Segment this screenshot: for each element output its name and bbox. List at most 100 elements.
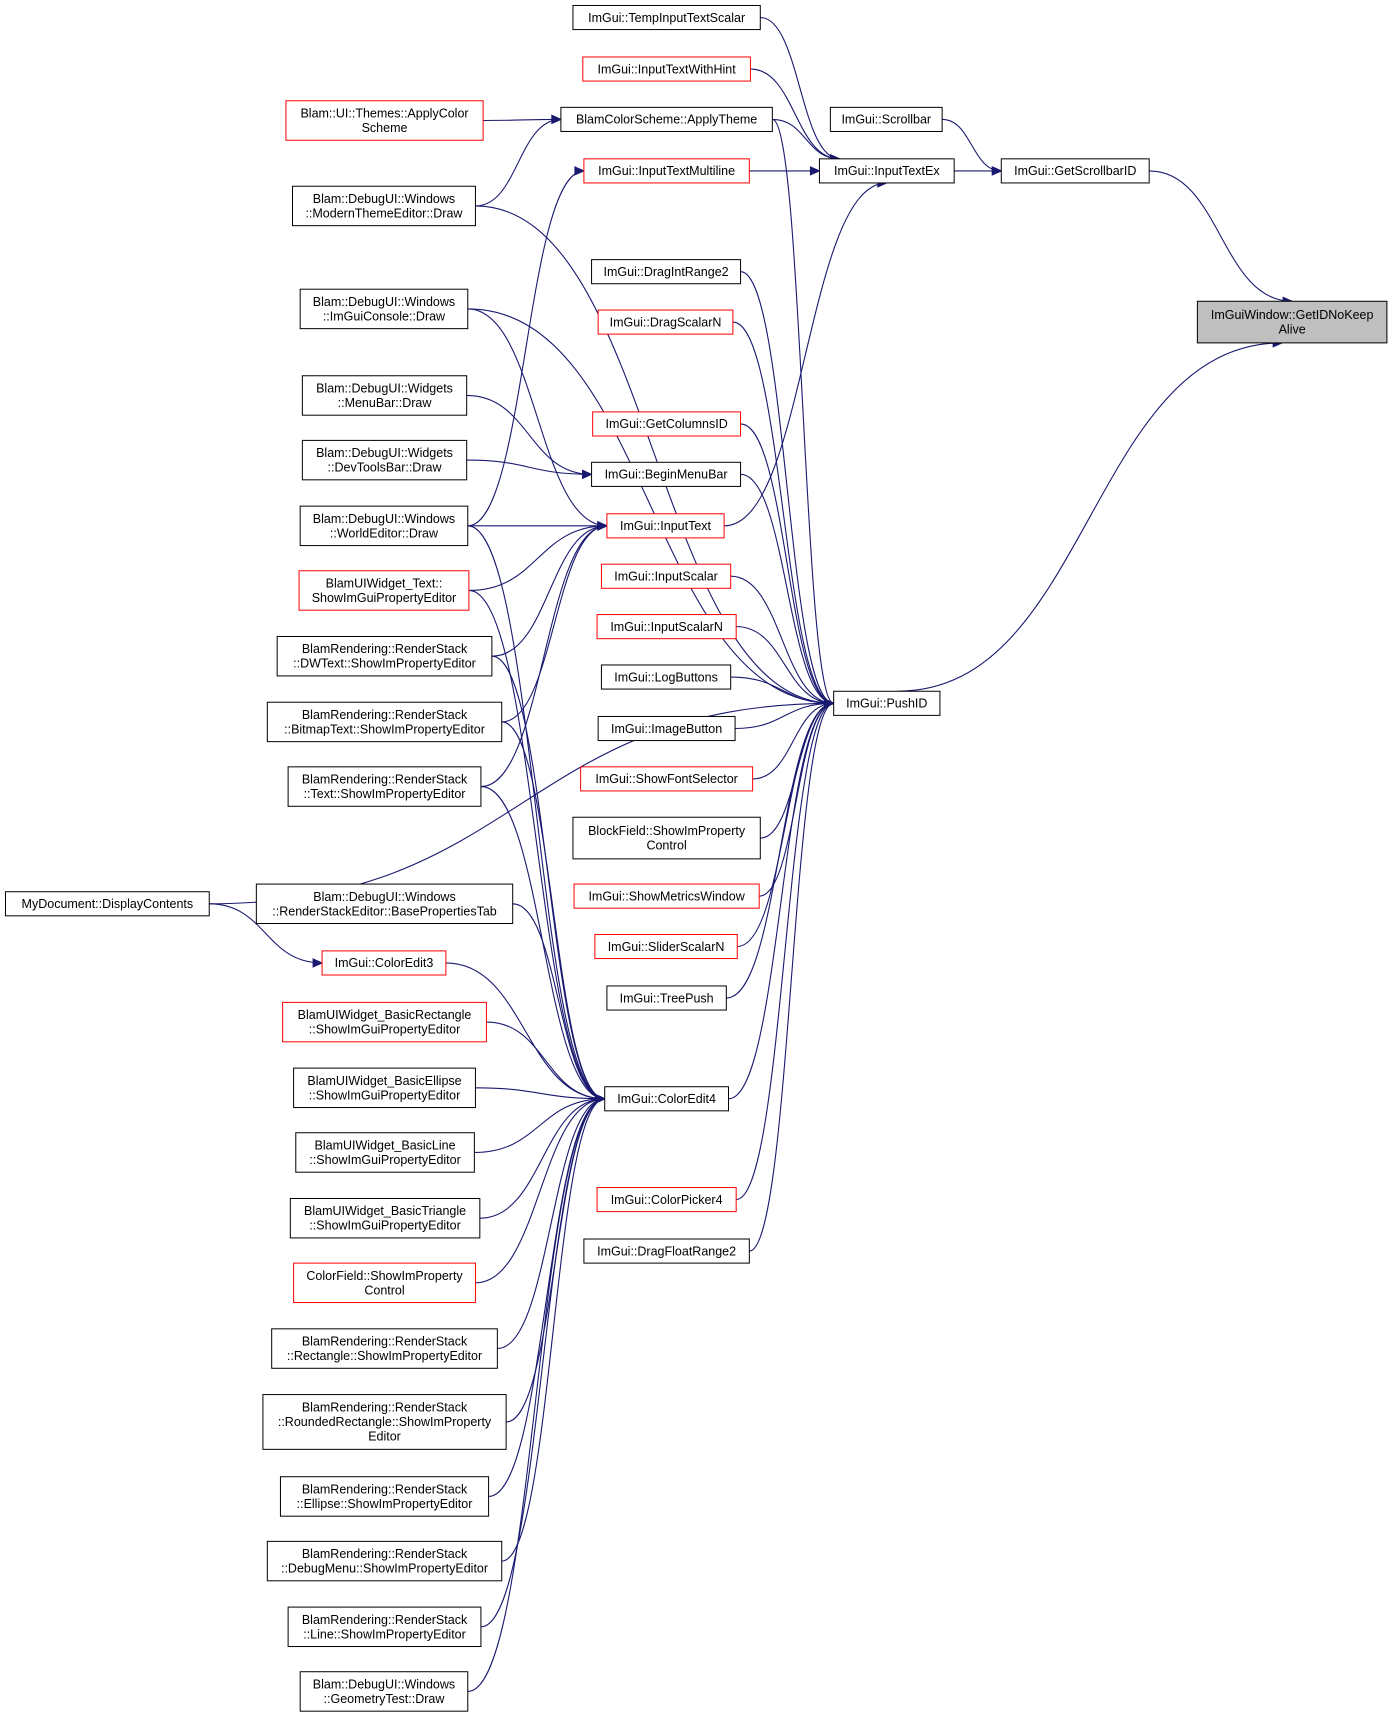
node-box — [560, 106, 773, 132]
node-geometry-test[interactable]: Blam::DebugUI::Windows::GeometryTest::Dr… — [299, 1671, 469, 1712]
edge-rs-text-to-color-edit4 — [480, 786, 605, 1100]
node-box — [291, 185, 476, 227]
node-tree-push[interactable]: ImGui::TreePush — [606, 985, 727, 1011]
node-label: ::ShowImGuiPropertyEditor — [309, 1088, 460, 1102]
node-rs-ellipse[interactable]: BlamRendering::RenderStack::Ellipse::Sho… — [279, 1476, 490, 1517]
edge-menu-bar-draw-to-begin-menu-bar — [466, 394, 592, 475]
node-color-edit4[interactable]: ImGui::ColorEdit4 — [604, 1086, 730, 1112]
node-box — [597, 715, 736, 742]
node-box — [289, 1197, 481, 1239]
node-label: ImGui::PushID — [846, 697, 927, 711]
edge-geometry-test-to-color-edit4 — [467, 1098, 605, 1692]
node-widget-text[interactable]: BlamUIWidget_Text::ShowImGuiPropertyEdit… — [298, 570, 470, 611]
edge-input-scalar-n-to-push-id — [736, 626, 834, 704]
edge-push-id-to-root — [897, 342, 1283, 692]
node-basic-rectangle[interactable]: BlamUIWidget_BasicRectangle::ShowImGuiPr… — [282, 1001, 487, 1043]
node-begin-menu-bar[interactable]: ImGui::BeginMenuBar — [591, 461, 742, 487]
node-label: ::BitmapText::ShowImPropertyEditor — [284, 722, 485, 736]
node-bitmap-text[interactable]: BlamRendering::RenderStack::BitmapText::… — [266, 701, 503, 743]
node-label: ::RenderStackEditor::BasePropertiesTab — [272, 904, 496, 918]
edge-dev-tools-bar-to-begin-menu-bar — [466, 459, 592, 475]
node-label: ImGui::InputText — [620, 519, 712, 533]
node-temp-input-text-scalar[interactable]: ImGui::TempInputTextScalar — [572, 4, 761, 31]
node-get-scrollbar-id[interactable]: ImGui::GetScrollbarID — [1000, 158, 1150, 184]
node-apply-theme[interactable]: BlamColorScheme::ApplyTheme — [560, 106, 773, 132]
node-box — [573, 883, 760, 909]
node-drag-scalar-n[interactable]: ImGui::DragScalarN — [597, 309, 734, 335]
node-input-text-ex[interactable]: ImGui::InputTextEx — [818, 158, 955, 184]
node-input-scalar-n[interactable]: ImGui::InputScalarN — [596, 614, 737, 640]
node-label: Control — [646, 839, 686, 853]
node-box — [295, 1132, 475, 1173]
node-my-document[interactable]: MyDocument::DisplayContents — [4, 891, 210, 917]
node-label: ImGui::TreePush — [620, 991, 714, 1005]
edge-my-document-to-color-edit3 — [209, 903, 323, 964]
node-input-scalar[interactable]: ImGui::InputScalar — [600, 563, 732, 589]
edge-bitmap-text-to-input-text — [501, 525, 607, 723]
node-box — [829, 106, 943, 132]
node-menu-bar-draw[interactable]: Blam::DebugUI::Widgets::MenuBar::Draw — [301, 375, 468, 416]
node-scrollbar[interactable]: ImGui::Scrollbar — [829, 106, 943, 132]
node-push-id[interactable]: ImGui::PushID — [833, 690, 941, 716]
arrowhead-apply-color-scheme-to-apply-theme — [551, 114, 563, 125]
node-dev-tools-bar[interactable]: Blam::DebugUI::Widgets::DevToolsBar::Dra… — [301, 439, 468, 481]
edge-render-stack-editor-to-color-edit4 — [512, 903, 605, 1100]
node-label: ::ModernThemeEditor::Draw — [305, 206, 463, 220]
node-modern-theme[interactable]: Blam::DebugUI::Windows::ModernThemeEdito… — [291, 185, 476, 227]
node-box — [299, 505, 469, 547]
node-render-stack-editor[interactable]: Blam::DebugUI::Windows::RenderStackEdito… — [255, 883, 514, 925]
node-rs-text[interactable]: BlamRendering::RenderStack::Text::ShowIm… — [287, 766, 482, 807]
node-box — [293, 1067, 476, 1109]
node-label: BlamRendering::RenderStack — [302, 1613, 468, 1627]
node-input-text-multiline[interactable]: ImGui::InputTextMultiline — [583, 158, 750, 184]
node-box — [818, 158, 955, 184]
node-slider-scalar-n[interactable]: ImGui::SliderScalarN — [594, 933, 738, 960]
node-basic-triangle[interactable]: BlamUIWidget_BasicTriangle::ShowImGuiPro… — [289, 1197, 481, 1239]
node-box — [262, 1394, 507, 1450]
node-basic-line[interactable]: BlamUIWidget_BasicLine::ShowImGuiPropert… — [295, 1132, 475, 1173]
edge-im-gui-console-to-input-text — [467, 308, 607, 527]
edge-rs-text-to-input-text — [480, 525, 607, 788]
node-label: ::ShowImGuiPropertyEditor — [309, 1153, 460, 1167]
node-rs-line[interactable]: BlamRendering::RenderStack::Line::ShowIm… — [287, 1606, 482, 1648]
node-box — [1000, 158, 1150, 184]
node-label: ImGui::ColorEdit4 — [617, 1092, 716, 1106]
node-label: ::GeometryTest::Draw — [324, 1692, 446, 1706]
node-rs-rectangle[interactable]: BlamRendering::RenderStack::Rectangle::S… — [271, 1328, 498, 1369]
node-world-editor[interactable]: Blam::DebugUI::Windows::WorldEditor::Dra… — [299, 505, 469, 547]
node-box — [596, 614, 737, 640]
node-box — [1196, 300, 1388, 344]
node-rs-rounded-rect[interactable]: BlamRendering::RenderStack::RoundedRecta… — [262, 1394, 507, 1450]
node-basic-ellipse[interactable]: BlamUIWidget_BasicEllipse::ShowImGuiProp… — [293, 1067, 476, 1109]
node-drag-int-range2[interactable]: ImGui::DragIntRange2 — [591, 259, 742, 285]
node-color-picker4[interactable]: ImGui::ColorPicker4 — [596, 1187, 737, 1213]
node-input-text[interactable]: ImGui::InputText — [606, 513, 725, 539]
edge-widget-text-to-color-edit4 — [468, 589, 605, 1100]
node-get-columns-id[interactable]: ImGui::GetColumnsID — [592, 411, 742, 437]
node-im-gui-console[interactable]: Blam::DebugUI::Windows::ImGuiConsole::Dr… — [299, 288, 469, 330]
node-rs-debug-menu[interactable]: BlamRendering::RenderStack::DebugMenu::S… — [266, 1540, 503, 1582]
node-image-button[interactable]: ImGui::ImageButton — [597, 715, 736, 742]
node-color-edit3[interactable]: ImGui::ColorEdit3 — [321, 950, 447, 976]
node-input-text-with-hint[interactable]: ImGui::InputTextWithHint — [582, 56, 751, 82]
node-label: Blam::DebugUI::Windows — [313, 1677, 455, 1691]
node-label: ::Text::ShowImPropertyEditor — [304, 787, 466, 801]
node-dw-text[interactable]: BlamRendering::RenderStack::DWText::Show… — [276, 635, 493, 677]
node-log-buttons[interactable]: ImGui::LogButtons — [600, 664, 732, 690]
node-label: Control — [364, 1283, 404, 1297]
arrowhead-my-document-to-push-id — [824, 698, 835, 709]
node-show-metrics[interactable]: ImGui::ShowMetricsWindow — [573, 883, 760, 909]
node-show-font-selector[interactable]: ImGui::ShowFontSelector — [580, 766, 754, 792]
edge-widget-text-to-input-text — [468, 525, 607, 592]
node-box — [597, 309, 734, 335]
node-label: BlamRendering::RenderStack — [302, 1482, 468, 1496]
node-drag-float-range2[interactable]: ImGui::DragFloatRange2 — [583, 1238, 750, 1264]
node-label: MyDocument::DisplayContents — [22, 897, 194, 911]
node-label: Blam::DebugUI::Windows — [313, 512, 455, 526]
node-label: ImGui::GetColumnsID — [605, 417, 727, 431]
